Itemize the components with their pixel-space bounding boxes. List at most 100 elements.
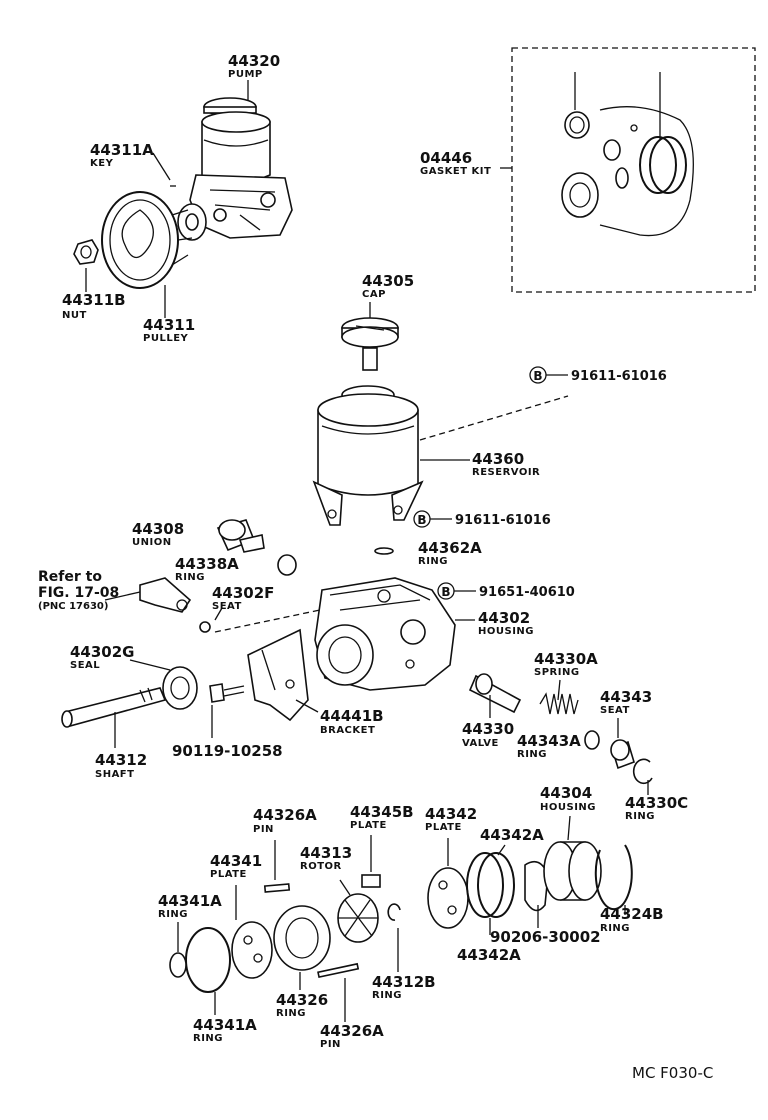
label-04446: 04446 GASKET KIT — [420, 149, 491, 177]
label-44302g: 44302G SEAL — [70, 643, 135, 671]
label-44308: 44308 UNION — [132, 520, 184, 548]
label-44311b: 44311B NUT — [62, 291, 126, 321]
bolt-ref-2-letter: B — [417, 513, 426, 527]
label-90119: 90119-10258 — [172, 742, 283, 760]
label-44326-name: RING — [276, 1008, 306, 1019]
pump-assembly-drawing — [73, 97, 293, 289]
label-44341-number: 44341 — [210, 852, 262, 870]
refer-line-3: (PNC 17630) — [38, 601, 108, 612]
label-44362a: 44362A RING — [418, 539, 482, 567]
valve-drawing — [468, 673, 522, 714]
label-90119-number: 90119-10258 — [172, 742, 283, 760]
label-44312-number: 44312 — [95, 751, 147, 769]
label-44338a-number: 44338A — [175, 555, 239, 573]
label-44326a-bot: 44326A PIN — [320, 1022, 384, 1050]
label-44330c: 44330C RING — [625, 794, 688, 822]
label-44441b-name: BRACKET — [320, 725, 375, 736]
refer-fitting-drawing — [139, 577, 192, 613]
label-44311a-number: 44311A — [90, 141, 154, 159]
label-44341a-top-number: 44341A — [158, 892, 222, 910]
label-44341a-bot-name: RING — [193, 1033, 223, 1044]
label-90206-number: 90206-30002 — [490, 928, 601, 946]
label-44308-number: 44308 — [132, 520, 184, 538]
seat-44343-drawing — [610, 739, 635, 770]
pin-top-drawing — [263, 883, 291, 893]
label-44330-name: VALVE — [462, 738, 499, 749]
plate-44345b-drawing — [361, 874, 381, 888]
label-44326a-top-number: 44326A — [253, 806, 317, 824]
label-44330a-number: 44330A — [534, 650, 598, 668]
label-44302f-name: SEAT — [212, 601, 242, 612]
label-44311b-name: NUT — [62, 310, 87, 321]
bolt-ref-1: B 91611-61016 — [529, 366, 667, 384]
housing-44302-drawing — [314, 577, 456, 691]
label-44330c-name: RING — [625, 811, 655, 822]
label-44338a-name: RING — [175, 572, 205, 583]
label-44320-number: 44320 — [228, 52, 280, 70]
label-44305-number: 44305 — [362, 272, 414, 290]
bracket-drawing — [247, 628, 309, 722]
label-44311a: 44311A KEY — [90, 141, 154, 169]
label-90206: 90206-30002 — [490, 928, 601, 946]
reservoir-drawing — [312, 385, 424, 526]
label-44342a-bot: 44342A — [457, 946, 521, 964]
label-44342a-top-number: 44342A — [480, 826, 544, 844]
label-44330a-name: SPRING — [534, 667, 580, 678]
label-44312b: 44312B RING — [372, 973, 436, 1001]
ring-44338a-drawing — [277, 554, 297, 576]
label-04446-number: 04446 — [420, 149, 472, 167]
label-44330a: 44330A SPRING — [534, 650, 598, 678]
ring-44362a-drawing — [374, 547, 394, 555]
label-44326a-top-name: PIN — [253, 824, 274, 835]
label-44330: 44330 VALVE — [462, 720, 514, 749]
bolt-90119-drawing — [209, 683, 245, 703]
label-44360-number: 44360 — [472, 450, 524, 468]
label-44341: 44341 PLATE — [210, 852, 262, 880]
label-44312: 44312 SHAFT — [95, 751, 147, 780]
label-44311b-number: 44311B — [62, 291, 126, 309]
label-44324b: 44324B RING — [600, 905, 664, 934]
ring-44342a-1-drawing — [466, 852, 504, 918]
label-44341a-top-name: RING — [158, 909, 188, 920]
housing-44304-drawing — [543, 841, 602, 901]
cap-drawing — [341, 317, 399, 371]
label-44302: 44302 HOUSING — [478, 609, 534, 637]
bolt-ref-3: B 91651-40610 — [437, 582, 575, 600]
label-44341a-top: 44341A RING — [158, 892, 222, 920]
label-44360: 44360 RESERVOIR — [472, 450, 540, 478]
ring-44341a-small-drawing — [169, 952, 187, 978]
seal-drawing — [162, 666, 198, 710]
ring-44342a-2-drawing — [477, 852, 515, 918]
label-44362a-number: 44362A — [418, 539, 482, 557]
pin-bottom-drawing — [317, 962, 360, 979]
label-44305-name: CAP — [362, 289, 386, 300]
label-44324b-number: 44324B — [600, 905, 664, 923]
label-44304-name: HOUSING — [540, 802, 596, 813]
spring-44330a-drawing — [539, 692, 579, 715]
bolt-ref-2: B 91611-61016 — [413, 510, 551, 528]
ring-44341a-large-drawing — [185, 927, 231, 993]
label-44326a-bot-name: PIN — [320, 1039, 341, 1050]
label-44360-name: RESERVOIR — [472, 467, 540, 478]
label-44304: 44304 HOUSING — [540, 784, 596, 813]
label-44302g-name: SEAL — [70, 660, 100, 671]
label-44330c-number: 44330C — [625, 794, 688, 812]
label-44441b-number: 44441B — [320, 707, 384, 725]
label-44320: 44320 PUMP — [228, 52, 280, 80]
label-44308-name: UNION — [132, 537, 172, 548]
label-44326-number: 44326 — [276, 991, 328, 1009]
ring-44330c-drawing — [632, 758, 653, 785]
union-drawing — [216, 519, 265, 553]
label-44302g-number: 44302G — [70, 643, 135, 661]
label-44320-name: PUMP — [228, 69, 263, 80]
label-44342a-top: 44342A — [480, 826, 544, 844]
label-44304-number: 44304 — [540, 784, 592, 802]
figure-code: MC F030-C — [632, 1064, 713, 1082]
label-44342a-bot-number: 44342A — [457, 946, 521, 964]
bolt-ref-3-number: 91651-40610 — [479, 585, 575, 600]
label-44326: 44326 RING — [276, 991, 328, 1019]
label-44345b-number: 44345B — [350, 803, 414, 821]
label-44324b-name: RING — [600, 923, 630, 934]
label-44343a-number: 44343A — [517, 732, 581, 750]
